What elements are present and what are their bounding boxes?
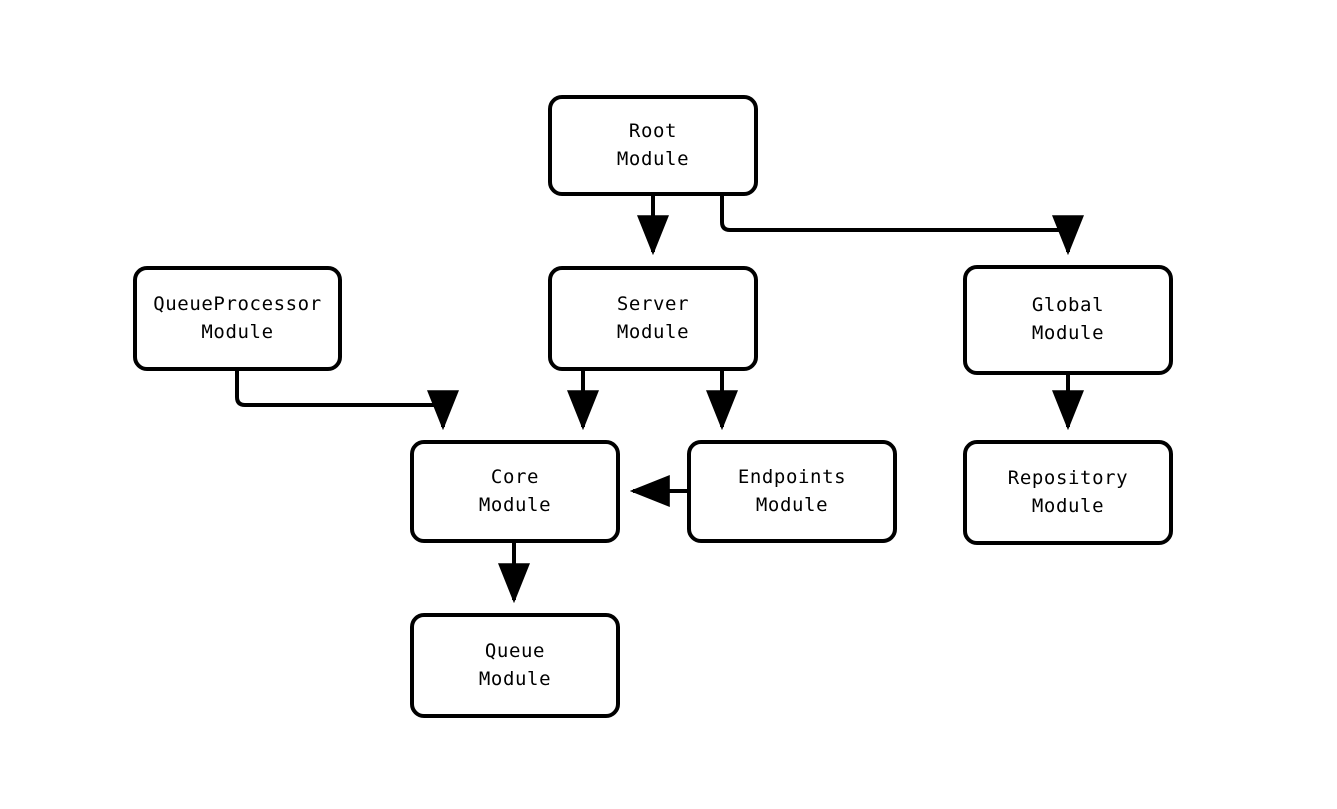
node-queue-module-name: Queue — [484, 639, 546, 662]
node-repository-module[interactable]: Repository Module — [963, 440, 1173, 545]
node-root-module-name: Root — [628, 119, 678, 142]
node-queue-module[interactable]: Queue Module — [410, 613, 620, 718]
node-global-module-suffix: Module — [1031, 322, 1105, 344]
node-server-module[interactable]: Server Module — [548, 266, 758, 371]
node-queueprocessor-module-suffix: Module — [201, 320, 274, 343]
node-queueprocessor-module-name: QueueProcessor — [153, 292, 322, 315]
node-endpoints-module-suffix: Module — [755, 493, 829, 516]
node-root-module[interactable]: Root Module — [548, 95, 758, 196]
node-repository-module-name: Repository — [1007, 466, 1129, 489]
node-server-module-suffix: Module — [616, 320, 690, 343]
node-queue-module-suffix: Module — [478, 667, 552, 690]
node-core-module-name: Core — [490, 465, 540, 488]
node-core-module[interactable]: Core Module — [410, 440, 620, 543]
node-endpoints-module-name: Endpoints — [737, 465, 847, 488]
node-core-module-suffix: Module — [478, 493, 552, 516]
node-repository-module-suffix: Module — [1031, 494, 1105, 517]
node-global-module[interactable]: Global Module — [963, 265, 1173, 375]
node-root-module-suffix: Module — [616, 147, 690, 170]
node-global-module-name: Global — [1031, 294, 1105, 317]
node-endpoints-module[interactable]: Endpoints Module — [687, 440, 897, 543]
node-queueprocessor-module[interactable]: QueueProcessor Module — [133, 266, 342, 371]
node-server-module-name: Server — [616, 292, 690, 315]
